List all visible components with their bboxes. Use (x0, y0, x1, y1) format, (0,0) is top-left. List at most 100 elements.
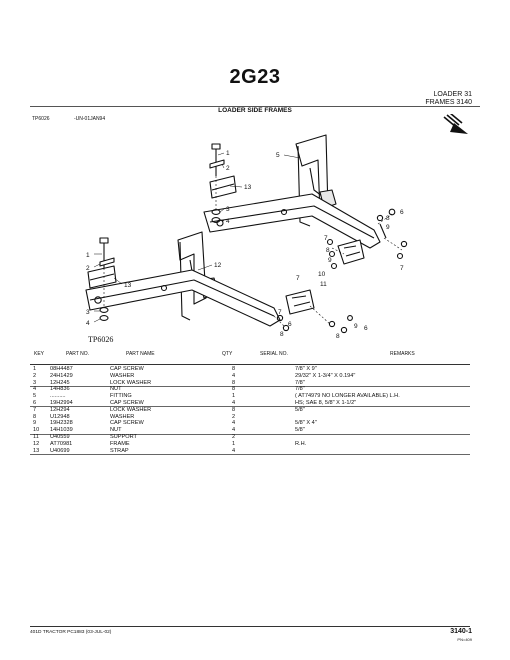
table-row: 6 19H2994 CAP SCREW 4 HS; SAE 8, 5/8" X 1-1/… (30, 400, 470, 407)
cell-qty: 8 (232, 379, 236, 386)
cell-qty: 1 (232, 440, 236, 447)
cell-remarks: ( AT74979 NO LONGER AVAILABLE) L.H. (295, 393, 400, 400)
callout-5: 5 (276, 152, 280, 159)
cell-key: 11 (33, 434, 39, 440)
cell-qty: 8 (232, 366, 236, 372)
diagram-label: TP6026 (88, 335, 113, 344)
callout-8: 8 (280, 331, 284, 338)
cell-remarks: 7/8" (295, 386, 305, 393)
callout-1: 1 (86, 252, 90, 259)
callout-8: 8 (326, 247, 330, 254)
cell-name: NUT (110, 427, 122, 434)
cell-name: FRAME (110, 440, 130, 447)
header-loader: LOADER 31 (433, 91, 472, 98)
footer-page: 3140-1 (450, 628, 472, 635)
callout-8: 8 (336, 333, 340, 340)
row-separator (30, 385, 470, 387)
callout-11: 11 (320, 281, 327, 288)
cell-part: 19H2994 (50, 400, 73, 406)
cell-part: 12H245 (50, 379, 70, 386)
cell-key: 6 (33, 400, 37, 406)
cell-remarks: 5/8" (295, 427, 305, 434)
col-qty: QTY (222, 351, 233, 357)
cell-name: STRAP (110, 447, 129, 454)
footer-sub: PN=409 (457, 637, 472, 642)
cell-part: 12H294 (50, 406, 70, 413)
table-row: 12 AT70981 FRAME 1 R.H. (30, 441, 470, 448)
table-top-rule (30, 364, 470, 365)
callout-1: 1 (226, 150, 230, 157)
cell-part: 19H2328 (50, 420, 73, 427)
cell-name: NUT (110, 386, 122, 393)
cell-key: 13 (33, 447, 40, 454)
cell-qty: 4 (232, 400, 236, 406)
tp-date: -UN-01JAN94 (74, 116, 106, 122)
cell-name: FITTING (110, 393, 132, 400)
cell-qty: 4 (232, 447, 236, 454)
cell-qty: 8 (232, 386, 236, 393)
cell-key: 7 (33, 406, 37, 413)
callout-9: 9 (328, 257, 332, 264)
cell-key: 4 (33, 386, 37, 393)
section-title: LOADER SIDE FRAMES (218, 107, 292, 114)
page-code: 2G23 (229, 66, 281, 88)
cell-qty: 2 (232, 413, 236, 420)
cell-name: WASHER (110, 413, 135, 420)
col-name: PART NAME (126, 351, 155, 357)
cell-qty: 8 (232, 406, 236, 413)
callout-6: 6 (364, 325, 368, 332)
cell-part: U40559 (50, 434, 70, 440)
cell-name: CAP SCREW (110, 400, 144, 406)
cell-part: 08H4487 (50, 366, 73, 372)
cell-key: 3 (33, 379, 37, 386)
cell-qty: 2 (232, 434, 236, 440)
footer-left: 401D TRACTOR PC1883 (03-JUL-02) (30, 630, 112, 635)
header-frames: FRAMES 3140 (425, 99, 472, 106)
callout-3: 3 (226, 206, 230, 213)
callout-9: 9 (386, 224, 390, 231)
cell-name: CAP SCREW (110, 366, 144, 372)
callout-10: 10 (318, 271, 326, 278)
cell-qty: 1 (232, 393, 236, 400)
cell-remarks: 5/8" X 4" (295, 420, 317, 427)
callout-7: 7 (400, 265, 404, 272)
cell-part: AT70981 (50, 440, 73, 447)
cell-part: 14H1039 (50, 427, 73, 434)
tp-code: TP6026 (32, 116, 50, 122)
callout-13: 13 (244, 184, 252, 191)
callout-7: 7 (296, 275, 300, 282)
cell-part: .......... (50, 393, 66, 400)
cell-remarks: HS; SAE 8, 5/8" X 1-1/2" (295, 400, 357, 406)
cell-name: WASHER (110, 372, 135, 379)
table-row: 7 12H294 LOCK WASHER 8 5/8" (30, 407, 470, 414)
table-row: 11 U40559 SUPPORT 2 (30, 434, 470, 441)
cell-name: LOCK WASHER (110, 406, 152, 413)
cell-name: LOCK WASHER (110, 379, 152, 386)
cell-key: 2 (33, 372, 37, 379)
callout-6: 6 (288, 321, 292, 328)
callout-4: 4 (86, 320, 90, 327)
cell-remarks: 7/8" X 9" (295, 366, 317, 372)
cell-name: SUPPORT (110, 434, 137, 440)
callout-12: 12 (214, 262, 222, 269)
callout-9: 9 (354, 323, 358, 330)
cell-key: 8 (33, 413, 37, 420)
cell-qty: 4 (232, 420, 236, 427)
cell-remarks: 5/8" (295, 406, 305, 413)
cell-part: 24H1429 (50, 372, 73, 379)
callout-7: 7 (278, 309, 282, 316)
header-rule (30, 106, 480, 107)
cell-key: 10 (33, 427, 40, 434)
cell-part: U12948 (50, 413, 70, 420)
cell-key: 12 (33, 440, 40, 447)
col-serial: SERIAL NO. (260, 351, 288, 357)
cell-name: CAP SCREW (110, 420, 144, 427)
callout-3: 3 (86, 309, 90, 316)
callout-7: 7 (324, 235, 328, 242)
cell-remarks: R.H. (295, 440, 307, 447)
